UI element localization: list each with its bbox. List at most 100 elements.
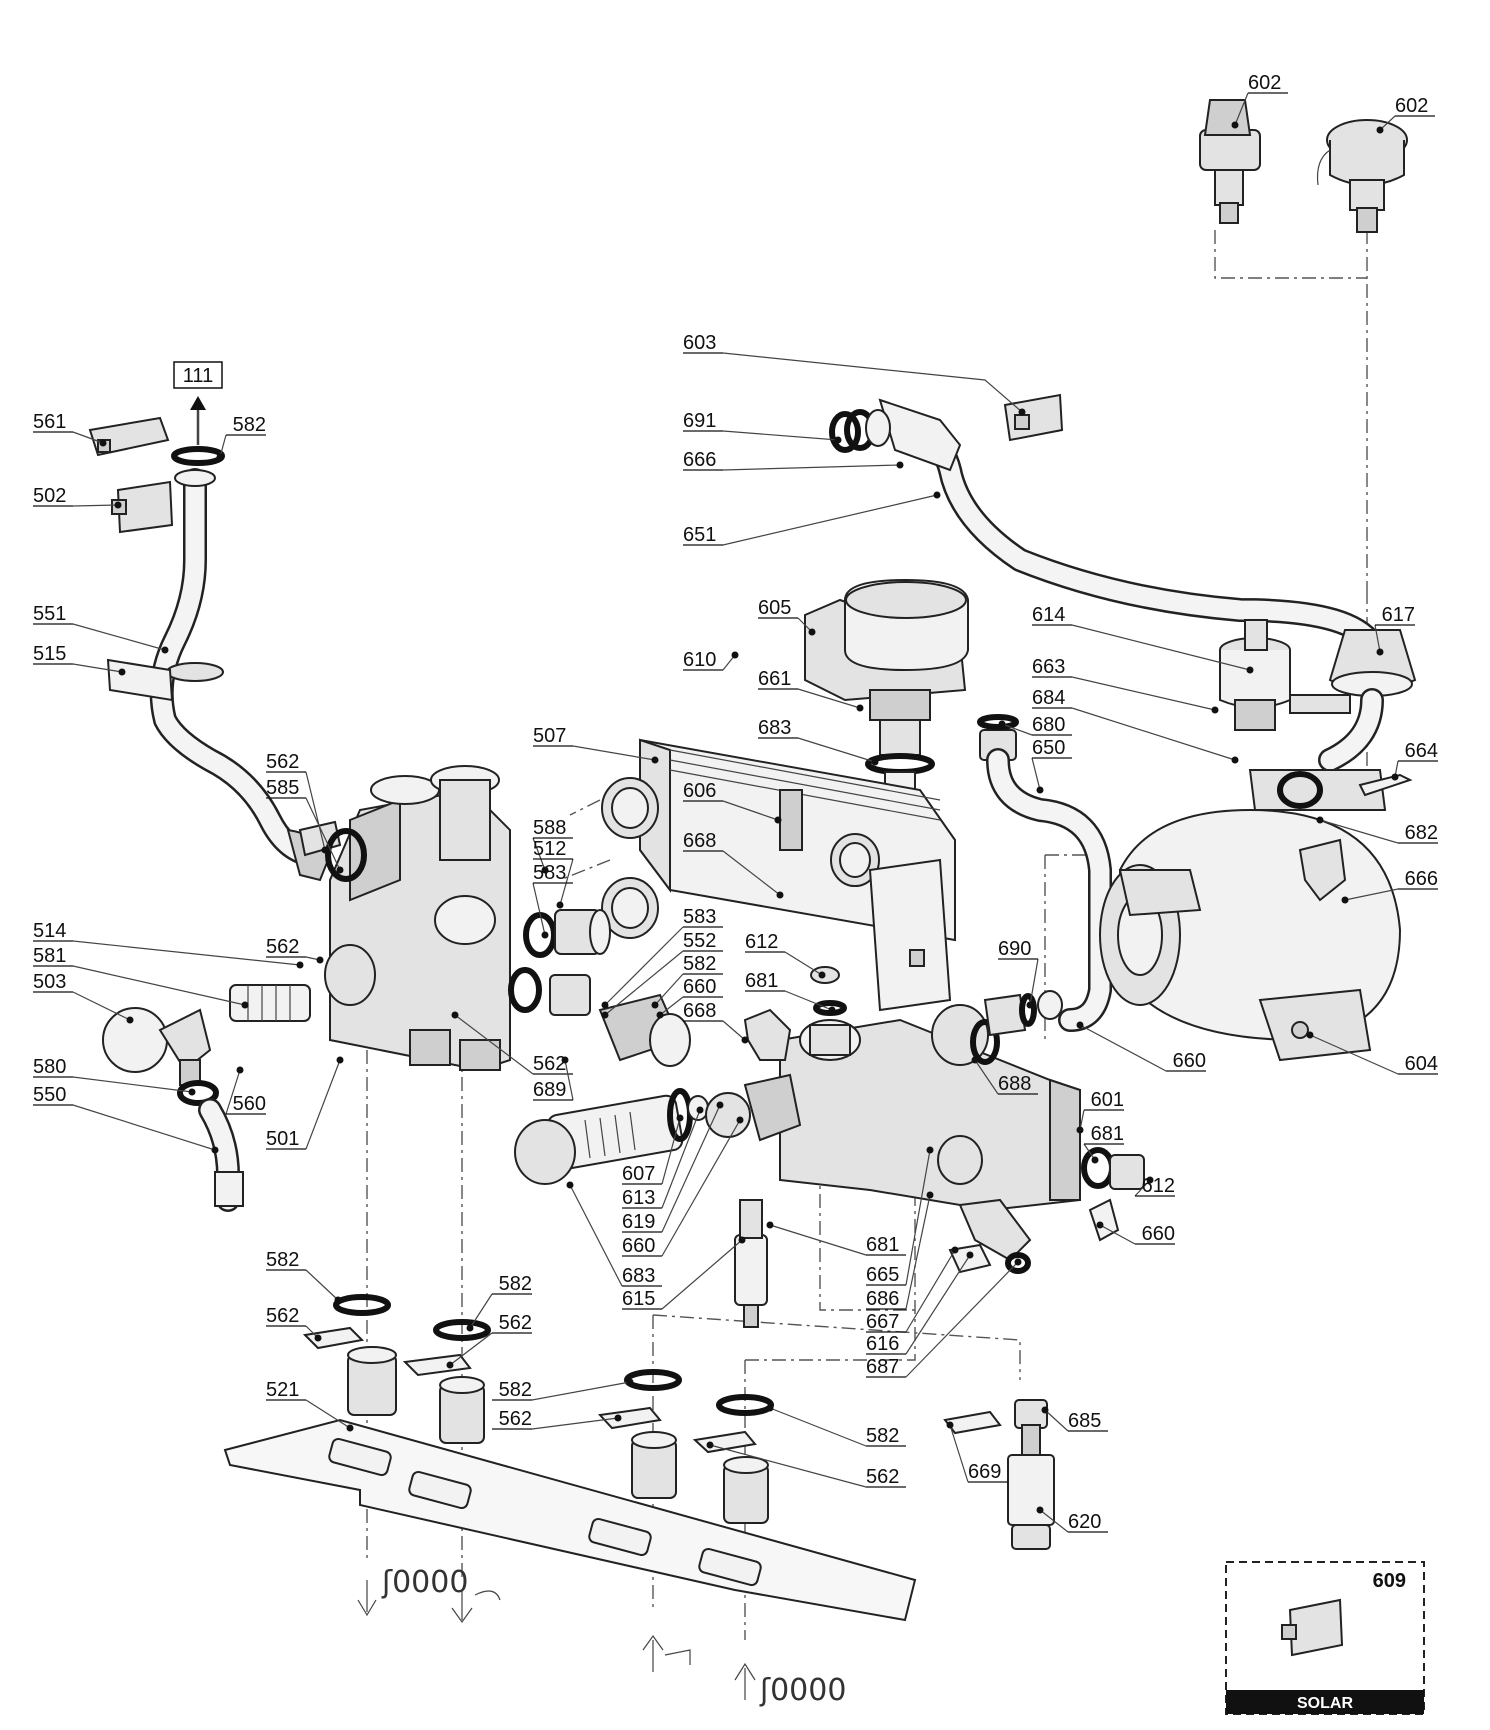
callout-leader (1319, 819, 1399, 844)
callout-514: 514 (33, 920, 304, 969)
callout-leader (722, 1020, 746, 1041)
elbow-550 (198, 1098, 244, 1212)
callout-dot (741, 1036, 749, 1044)
callout-dot (566, 1181, 574, 1189)
callout-label: 507 (533, 725, 566, 747)
callout-dot (561, 1056, 569, 1064)
callout-leader (72, 1104, 216, 1151)
callout-666: 666 (1341, 868, 1438, 904)
clip-690 (1019, 990, 1063, 1027)
callout-label: 666 (1405, 868, 1438, 890)
callout-dot (99, 439, 107, 447)
callout-leader (604, 950, 684, 1016)
clip-664 (1358, 773, 1413, 797)
callout-leader (905, 1261, 1019, 1378)
callout-label: 606 (683, 780, 716, 802)
callout-617: 617 (1374, 604, 1415, 656)
callout-620: 620 (1036, 1506, 1108, 1533)
svg-text:ʃ0000: ʃ0000 (381, 1565, 468, 1600)
callout-551: 551 (33, 603, 169, 654)
callout-leader (1079, 1024, 1167, 1072)
callout-leader (661, 1119, 741, 1257)
callout-689: 689 (533, 1056, 574, 1101)
callout-label: 684 (1032, 687, 1065, 709)
connector-688 (931, 993, 1027, 1066)
callout-683: 683 (758, 717, 879, 766)
callout-dot (1316, 816, 1324, 824)
callout-dot (1076, 1021, 1084, 1029)
callout-leader (469, 1293, 493, 1329)
callout-label: 687 (866, 1356, 899, 1378)
callout-681: 681 (745, 970, 836, 1014)
reference-box-111: 111 (173, 361, 223, 389)
mounting-plate-521 (223, 1418, 917, 1622)
callout-dot (776, 891, 784, 899)
solar-box-609: 609 SOLAR (1225, 1561, 1425, 1715)
callout-681: 681 (766, 1221, 906, 1256)
callout-leader (72, 1076, 193, 1093)
callout-665: 665 (866, 1146, 934, 1286)
callout-660: 660 (622, 1116, 744, 1257)
callout-label: 604 (1405, 1053, 1438, 1075)
sensor-615 (734, 1199, 768, 1328)
callout-leader (572, 745, 656, 761)
valve-612-top (810, 966, 847, 1016)
callout-dot (1306, 1031, 1314, 1039)
callout-562: 562 (266, 751, 329, 854)
callout-dot (971, 1056, 979, 1064)
callout-label: 681 (745, 970, 778, 992)
callout-leader (72, 431, 104, 444)
callout-label: 607 (622, 1163, 655, 1185)
callout-663: 663 (1032, 656, 1219, 714)
callout-680: 680 (998, 714, 1072, 736)
callout-leader (305, 1059, 341, 1150)
callout-leader (569, 1184, 623, 1287)
callout-label: 562 (266, 751, 299, 773)
callout-leader (1044, 1409, 1069, 1432)
callout-label: 610 (683, 649, 716, 671)
callout-664: 664 (1391, 740, 1438, 781)
callout-leader (1039, 1509, 1069, 1533)
callout-leader (1134, 1179, 1151, 1197)
callout-label: 561 (33, 411, 66, 433)
connector-552 (508, 967, 691, 1067)
callout-label: 582 (233, 414, 266, 436)
callout-dot (236, 1066, 244, 1074)
callout-label: 686 (866, 1288, 899, 1310)
callout-leader (72, 965, 246, 1006)
pressure-sensor-602-right (1316, 119, 1408, 233)
callout-label: 616 (866, 1333, 899, 1355)
callout-685: 685 (1041, 1406, 1108, 1432)
callout-dot (114, 501, 122, 509)
callout-dot (1091, 1156, 1099, 1164)
callout-leader (1001, 723, 1033, 736)
callout-dot (926, 1191, 934, 1199)
callout-leader (72, 623, 166, 651)
callout-leader (661, 1109, 701, 1209)
callout-dot (601, 1011, 609, 1019)
callout-label: 650 (1032, 737, 1065, 759)
callout-leader (722, 494, 938, 546)
callout-604: 604 (1306, 1031, 1438, 1075)
callout-dot (161, 646, 169, 654)
callout-leader (769, 1224, 867, 1256)
callout-label: 552 (683, 930, 716, 952)
callout-607: 607 (622, 1114, 684, 1185)
callout-552: 552 (601, 930, 723, 1019)
callout-660: 660 (1096, 1221, 1175, 1245)
callout-label: 660 (683, 976, 716, 998)
callout-dot (296, 961, 304, 969)
callout-583: 583 (601, 906, 723, 1009)
callout-650: 650 (1031, 737, 1072, 794)
callout-dot (871, 758, 879, 766)
callout-label: 681 (1091, 1123, 1124, 1145)
callout-label: 560 (233, 1093, 266, 1115)
callout-leader (305, 1269, 339, 1301)
callout-leader (797, 737, 876, 763)
callout-label: 613 (622, 1187, 655, 1209)
callout-dot (126, 1016, 134, 1024)
callout-dot (541, 866, 549, 874)
callout-dot (731, 651, 739, 659)
